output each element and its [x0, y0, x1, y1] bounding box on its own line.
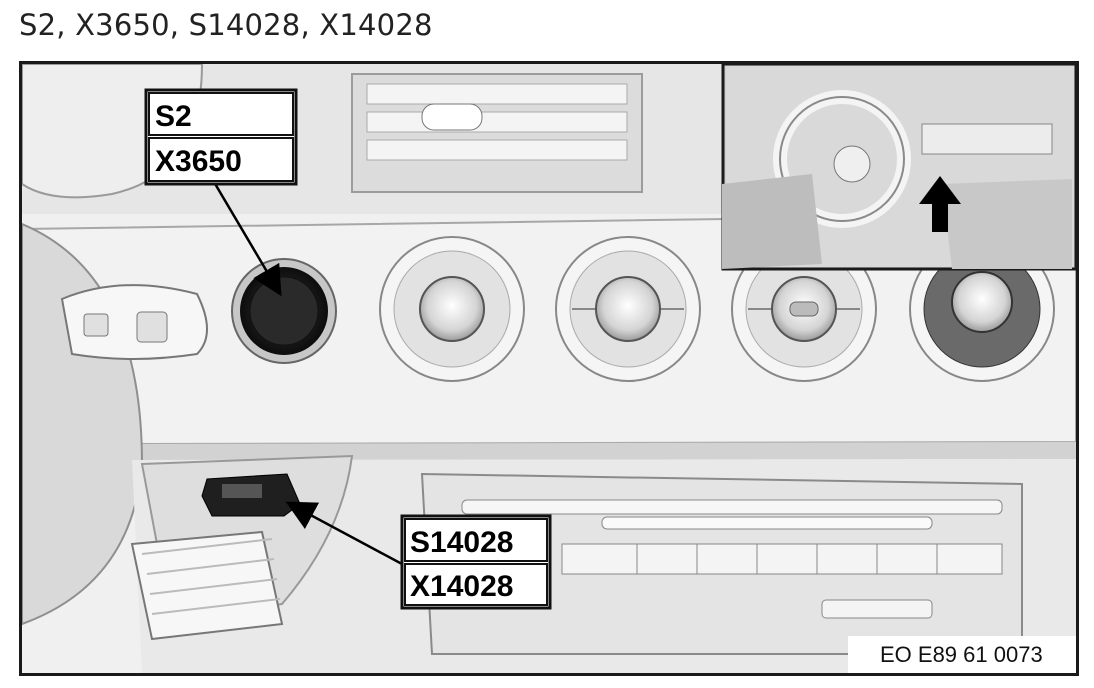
image-code-box: EO E89 61 0073: [848, 636, 1076, 673]
label-box-top: S2 X3650: [144, 88, 298, 186]
climate-knob-3: [731, 236, 877, 382]
image-code: EO E89 61 0073: [880, 642, 1043, 667]
figure-caption: S2, X3650, S14028, X14028: [19, 8, 433, 42]
radio-unit: [420, 472, 1023, 655]
inset-view: [721, 64, 1076, 271]
inset-arrow-icon: [919, 176, 961, 232]
air-vent: [351, 73, 643, 193]
label-x3650: X3650: [155, 145, 242, 178]
wiper-stalk: [60, 284, 208, 360]
label-x14028: X14028: [410, 570, 513, 603]
dark-switch-connector: [201, 473, 301, 517]
label-s2: S2: [155, 100, 192, 133]
climate-knob-1: [379, 236, 525, 382]
climate-knob-2: [555, 236, 701, 382]
climate-knob-4: [909, 236, 1055, 382]
label-s14028: S14028: [410, 526, 513, 559]
leader-line-bottom: [285, 501, 403, 566]
start-stop-button: [231, 258, 337, 364]
pedal: [130, 530, 284, 641]
label-box-bottom: S14028 X14028: [400, 514, 552, 610]
panel-lower-edge: [122, 442, 1076, 460]
dashboard-illustration: S2 X3650 S14028 X14028 EO E89 61 0073: [19, 61, 1079, 676]
leader-line-top: [212, 181, 282, 297]
